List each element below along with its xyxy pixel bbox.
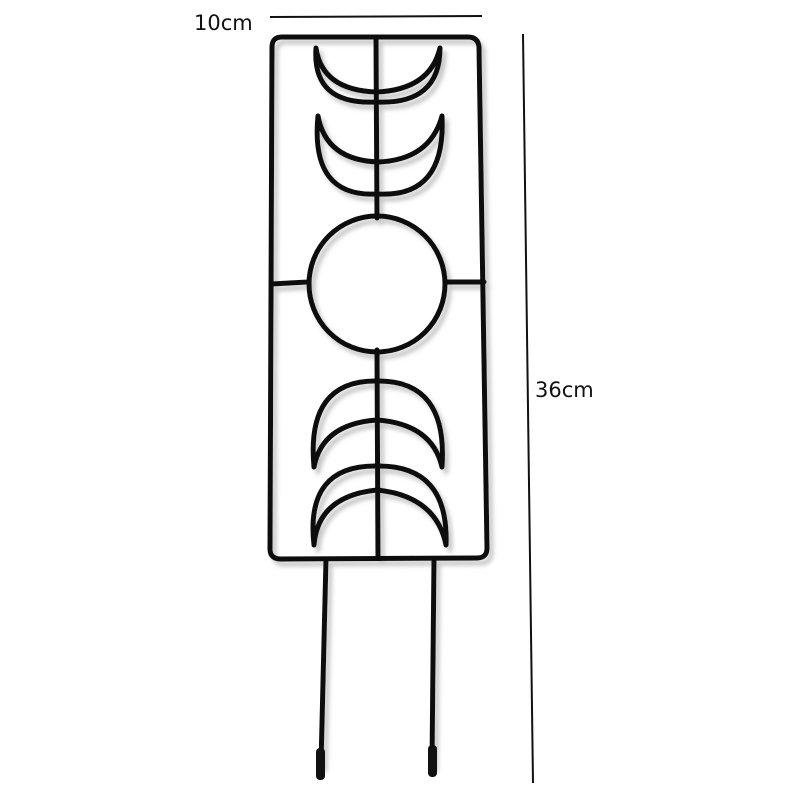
height-dimension-line bbox=[522, 33, 534, 784]
crescent-moon-4 bbox=[310, 463, 449, 548]
left-stake-tip bbox=[316, 748, 325, 780]
full-moon-circle bbox=[306, 213, 448, 355]
crescent-moon-1 bbox=[313, 45, 443, 105]
trellis-frame bbox=[267, 34, 490, 562]
crescent-moon-2 bbox=[314, 113, 445, 197]
width-dimension-line bbox=[269, 15, 483, 18]
height-dimension-label: 36cm bbox=[535, 378, 594, 402]
left-stake bbox=[318, 556, 329, 768]
center-bar-top bbox=[373, 34, 380, 221]
crescent-moon-3 bbox=[310, 378, 445, 470]
right-stake bbox=[429, 556, 437, 768]
center-bar-bottom bbox=[374, 347, 381, 561]
left-crossbar bbox=[268, 279, 311, 287]
width-dimension-label: 10cm bbox=[194, 11, 253, 35]
right-stake-tip bbox=[428, 745, 437, 777]
